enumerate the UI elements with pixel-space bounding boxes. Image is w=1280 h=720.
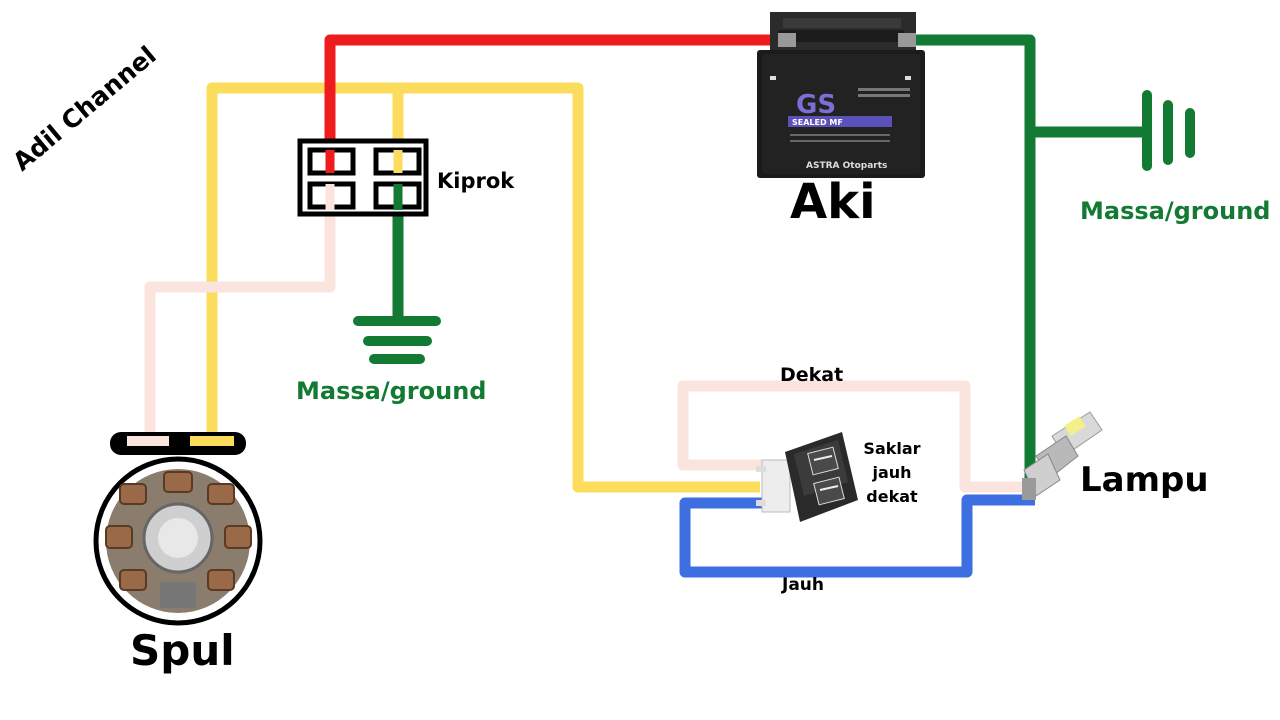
stator-icon <box>93 456 263 626</box>
kiprok-connector <box>297 138 429 217</box>
dekat-wire <box>677 380 1030 493</box>
spul-connector <box>110 432 246 455</box>
lampu-label: Lampu <box>1080 460 1209 500</box>
jauh-wire <box>679 494 1035 578</box>
pink-wire <box>144 195 336 440</box>
red-wire <box>324 34 778 165</box>
dekat-label: Dekat <box>780 364 843 386</box>
saklar-label: Saklar jauh dekat <box>863 439 920 506</box>
switch-icon <box>756 432 858 522</box>
battery-icon: GS SEALED MF ASTRA Otoparts <box>757 12 925 178</box>
saklar-label-line2: jauh <box>871 463 911 482</box>
ground-label-aki: Massa/ground <box>1080 197 1270 225</box>
battery-brand: GS <box>796 90 836 120</box>
spul-label: Spul <box>130 626 235 675</box>
saklar-label-line3: dekat <box>866 487 918 506</box>
green-wire-battery <box>905 34 1146 478</box>
battery-model: SEALED MF <box>792 118 843 127</box>
battery-maker: ASTRA Otoparts <box>806 161 887 171</box>
saklar-label-line1: Saklar <box>863 439 920 458</box>
ground-label-kiprok: Massa/ground <box>296 377 486 405</box>
ground-symbol-aki <box>1142 90 1195 171</box>
ground-symbol-kiprok <box>353 316 441 364</box>
jauh-label: Jauh <box>781 575 824 595</box>
kiprok-label: Kiprok <box>437 169 515 193</box>
watermark-text: Adil Channel <box>7 40 161 176</box>
lamp-icon <box>1022 411 1103 500</box>
aki-label: Aki <box>790 174 876 230</box>
